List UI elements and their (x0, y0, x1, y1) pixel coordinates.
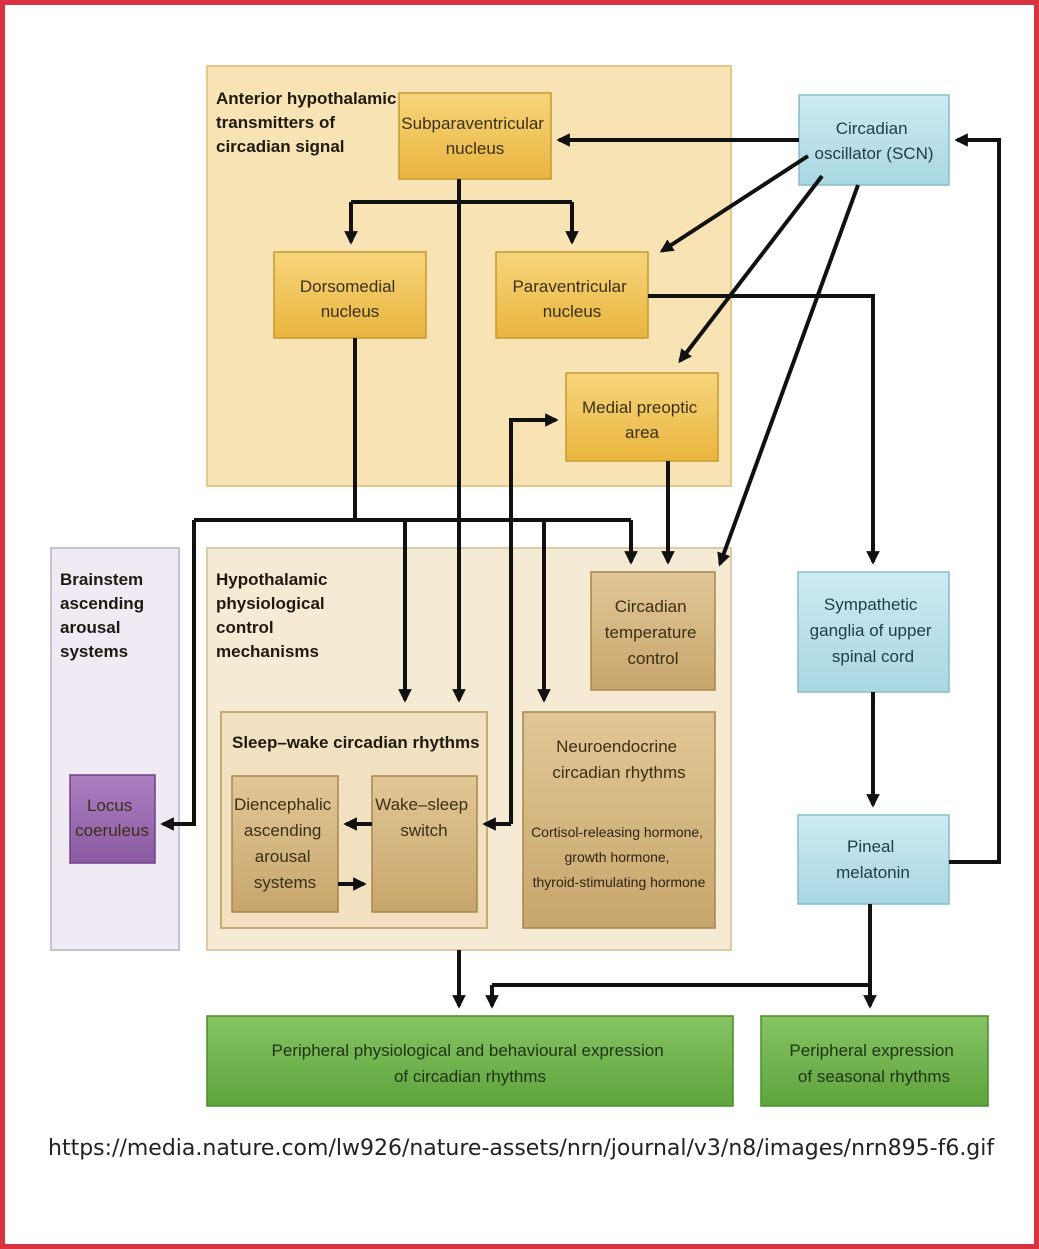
wake-sleep-switch-label: Wake–sleep switch (375, 795, 473, 840)
diencephalic-arousal-systems-box (231, 775, 339, 913)
sympathetic-ganglia-label: Sympathetic ganglia of upper spinal cord (810, 595, 937, 666)
peripheral-seasonal-expression-box (760, 1015, 989, 1107)
peripheral-circadian-expression-label: Peripheral physiological and behavioural… (272, 1041, 669, 1086)
sleep-wake-circadian-rhythms-title: Sleep–wake circadian rhythms (232, 733, 480, 752)
neuroendocrine-circadian-rhythms-box (522, 711, 716, 929)
dorsomedial-nucleus-box (273, 251, 427, 339)
pineal-melatonin-box (797, 814, 950, 905)
arrow-pineal-to-scn (949, 133, 1001, 864)
locus-coeruleus-box (69, 774, 156, 864)
diencephalic-arousal-systems-label: Diencephalic ascending arousal systems (234, 795, 336, 892)
medial-preoptic-area-label: Medial preoptic area (582, 398, 702, 442)
medial-preoptic-area-box (565, 372, 719, 462)
physiological-region-label: Hypothalamic physiological control mecha… (216, 570, 332, 661)
sympathetic-ganglia-box (797, 571, 950, 693)
brainstem-region-label: Brainstem ascending arousal systems (60, 570, 149, 661)
arrow-switch-to-medial-preoptic (509, 413, 559, 824)
peripheral-seasonal-expression-label: Peripheral expression of seasonal rhythm… (789, 1041, 958, 1086)
circadian-oscillator-scn-label: Circadian oscillator (SCN) (814, 119, 933, 163)
peripheral-circadian-expression-box (206, 1015, 734, 1107)
arrow-scn-to-medial-preoptic (678, 174, 824, 364)
brainstem-region (50, 547, 180, 951)
paraventricular-nucleus-box (495, 251, 649, 339)
pineal-melatonin-label: Pineal melatonin (836, 837, 910, 882)
arrow-scn-to-temperature-control (717, 184, 860, 567)
hormones-list: Cortisol-releasing hormone, growth hormo… (531, 824, 707, 890)
locus-coeruleus-label: Locus coeruleus (75, 796, 149, 840)
anterior-region-label: Anterior hypothalamic transmitters of ci… (216, 89, 401, 156)
arrow-paraventricular-to-sympathetic (648, 294, 880, 565)
arrow-scn-to-paraventricular (659, 154, 810, 253)
dorsomedial-nucleus-label: Dorsomedial nucleus (300, 277, 400, 321)
subparaventricular-nucleus-label: Subparaventricular nucleus (401, 114, 548, 158)
circadian-oscillator-scn-box (798, 94, 950, 186)
paraventricular-nucleus-label: Paraventricular nucleus (512, 277, 631, 321)
circadian-temperature-control-box (590, 571, 716, 691)
flow-arrows (160, 133, 1001, 1009)
subparaventricular-nucleus-box (398, 92, 552, 180)
arrow-dorsomedial-to-locus-coeruleus (160, 520, 196, 831)
neuroendocrine-circadian-rhythms-label: Neuroendocrine circadian rhythms (552, 737, 685, 782)
wake-sleep-switch-box (371, 775, 478, 913)
circadian-temperature-control-label: Circadian temperature control (605, 597, 701, 668)
source-url-caption: https://media.nature.com/lw926/nature-as… (48, 1136, 995, 1161)
